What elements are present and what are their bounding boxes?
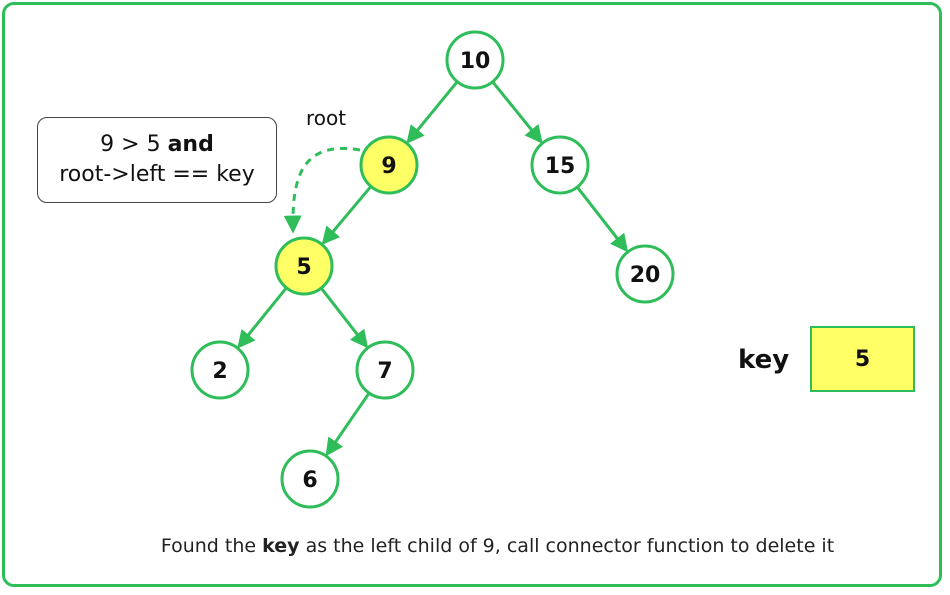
- caption-bold: key: [262, 535, 300, 557]
- condition-prefix: 9 > 5: [100, 132, 168, 157]
- tree-node-7: 7: [355, 340, 415, 400]
- caption: Found the key as the left child of 9, ca…: [0, 535, 950, 557]
- condition-bold: and: [167, 132, 214, 157]
- node-label: 6: [302, 468, 317, 493]
- tree-node-2: 2: [190, 340, 250, 400]
- condition-box: 9 > 5 and root->left == key: [37, 117, 277, 203]
- key-label: key: [738, 345, 790, 375]
- key-value-box: 5: [810, 326, 915, 392]
- root-label: root: [306, 106, 346, 130]
- node-label: 10: [460, 49, 491, 74]
- caption-prefix: Found the: [160, 535, 263, 557]
- node-circle: [615, 244, 675, 304]
- node-circle: [359, 135, 419, 195]
- node-label: 2: [212, 359, 227, 384]
- tree-nodes: 10 9 15 5 20 2 7 6: [190, 30, 675, 509]
- edge-n7-n6: [325, 392, 371, 457]
- condition-line-2: root->left == key: [59, 162, 255, 187]
- node-label: 7: [377, 359, 392, 384]
- edge-n5-n2: [237, 286, 288, 349]
- tree-node-9: 9: [359, 135, 419, 195]
- tree-node-10: 10: [445, 30, 505, 90]
- tree-edges: [237, 80, 629, 457]
- edge-n5-n7: [320, 287, 369, 349]
- node-circle: [274, 236, 334, 296]
- node-label: 5: [296, 255, 311, 280]
- node-label: 9: [381, 154, 396, 179]
- node-circle: [445, 30, 505, 90]
- edge-n10-n15: [491, 80, 543, 144]
- node-circle: [530, 135, 590, 195]
- tree-node-20: 20: [615, 244, 675, 304]
- node-circle: [280, 449, 340, 509]
- edge-n15-n20: [576, 186, 629, 253]
- tree-node-6: 6: [280, 449, 340, 509]
- caption-suffix: as the left child of 9, call connector f…: [299, 535, 835, 557]
- tree-node-5: 5: [274, 236, 334, 296]
- dashed-root-left-pointer: [283, 147, 361, 234]
- edge-n9-n5: [321, 185, 373, 246]
- diagram-frame: [2, 2, 942, 587]
- tree-node-15: 15: [530, 135, 590, 195]
- condition-line-1: 9 > 5 and: [100, 130, 214, 160]
- node-label: 20: [630, 263, 661, 288]
- node-circle: [190, 340, 250, 400]
- edge-n10-n9: [406, 80, 459, 144]
- node-circle: [355, 340, 415, 400]
- node-label: 15: [545, 154, 576, 179]
